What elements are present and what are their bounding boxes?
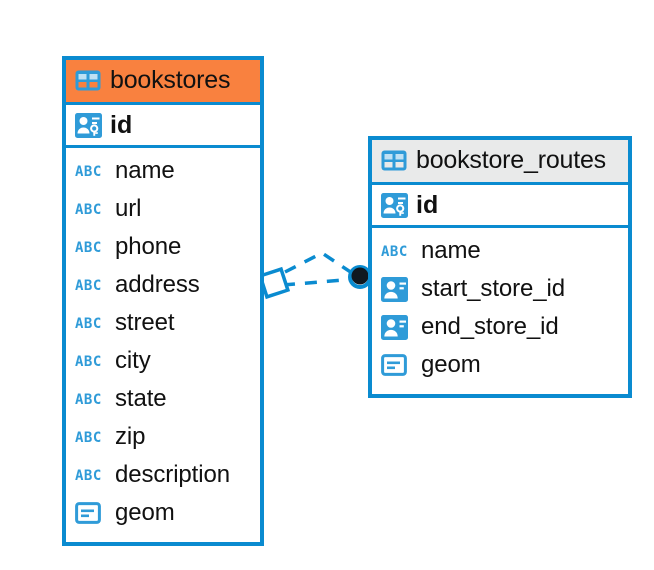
field-label: description <box>115 461 230 488</box>
field-label: name <box>115 157 175 184</box>
diamond-marker-icon <box>257 266 291 300</box>
field-label: url <box>115 195 142 222</box>
entity-bookstore-routes[interactable]: bookstore_routes id ABC name <box>368 136 632 398</box>
circle-marker-icon <box>348 265 372 289</box>
entity-title: bookstore_routes <box>416 146 606 174</box>
primary-key-icon <box>75 112 102 138</box>
entity-header-bookstores[interactable]: bookstores <box>66 60 260 102</box>
field-label: geom <box>115 499 175 526</box>
field-row[interactable]: ABC phone <box>66 228 260 266</box>
field-row[interactable]: ABC street <box>66 304 260 342</box>
field-label: zip <box>115 423 146 450</box>
field-row[interactable]: ABC city <box>66 342 260 380</box>
entity-primary-key-row[interactable]: id <box>372 182 628 228</box>
field-row[interactable]: ABC name <box>66 152 260 190</box>
primary-key-label: id <box>416 190 439 219</box>
text-type-icon: ABC <box>75 392 102 408</box>
entity-title: bookstores <box>110 66 231 94</box>
field-label: state <box>115 385 167 412</box>
field-row[interactable]: end_store_id <box>372 308 628 346</box>
field-label: city <box>115 347 151 374</box>
entity-field-list: ABC name start_store_id <box>372 228 628 390</box>
text-type-icon: ABC <box>75 202 102 218</box>
entity-primary-key-row[interactable]: id <box>66 102 260 148</box>
text-type-icon: ABC <box>75 278 102 294</box>
text-type-icon: ABC <box>75 316 102 332</box>
field-row[interactable]: start_store_id <box>372 270 628 308</box>
field-row[interactable]: ABC url <box>66 190 260 228</box>
primary-key-label: id <box>110 110 133 139</box>
field-row[interactable]: ABC name <box>372 232 628 270</box>
text-type-icon: ABC <box>75 164 102 180</box>
entity-bookstores[interactable]: bookstores id ABC name <box>62 56 264 546</box>
field-label: geom <box>421 351 481 378</box>
relationship-line-upper <box>284 250 359 279</box>
field-row[interactable]: ABC address <box>66 266 260 304</box>
foreign-key-icon <box>381 276 413 302</box>
field-row[interactable]: geom <box>66 494 260 532</box>
text-type-icon: ABC <box>381 244 408 260</box>
entity-field-list: ABC name ABC url ABC phone ABC address A… <box>66 148 260 538</box>
field-label: address <box>115 271 200 298</box>
text-type-icon: ABC <box>75 240 102 256</box>
table-icon <box>381 150 407 171</box>
text-type-icon: ABC <box>75 354 102 370</box>
foreign-key-icon <box>381 314 413 340</box>
table-icon <box>75 70 101 91</box>
text-type-icon: ABC <box>75 468 102 484</box>
field-label: end_store_id <box>421 313 559 340</box>
relationship-line-lower <box>282 277 357 287</box>
primary-key-icon <box>381 192 408 218</box>
field-label: street <box>115 309 175 336</box>
geometry-type-icon <box>75 502 107 524</box>
field-label: phone <box>115 233 182 260</box>
geometry-type-icon <box>381 354 413 376</box>
field-row[interactable]: geom <box>372 346 628 384</box>
field-label: start_store_id <box>421 275 566 302</box>
text-type-icon: ABC <box>75 430 102 446</box>
field-row[interactable]: ABC state <box>66 380 260 418</box>
field-label: name <box>421 237 481 264</box>
field-row[interactable]: ABC zip <box>66 418 260 456</box>
field-row[interactable]: ABC description <box>66 456 260 494</box>
entity-header-bookstore-routes[interactable]: bookstore_routes <box>372 140 628 182</box>
